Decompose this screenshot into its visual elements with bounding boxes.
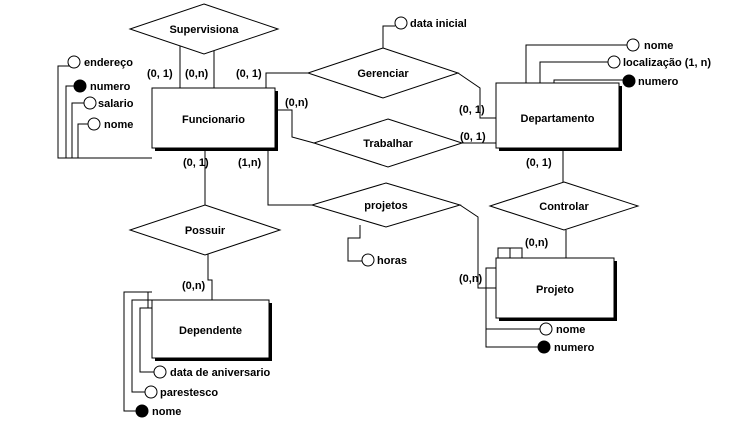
attribute-open-icon	[67, 55, 81, 69]
svg-text:nome: nome	[152, 406, 181, 418]
attribute-open-icon	[394, 16, 408, 30]
line-dep-nome	[123, 291, 152, 412]
card-gerenciar-dep: (0, 1)	[459, 104, 485, 116]
attribute-nome-dependente: nome	[135, 404, 181, 418]
svg-text:data inicial: data inicial	[410, 18, 467, 30]
line-proj-numero	[485, 287, 538, 348]
line-dep-bracket	[147, 291, 152, 308]
attribute-open-icon	[607, 55, 621, 69]
line-dep-dataaniversario	[139, 307, 154, 373]
relationship-possuir[interactable]: Possuir	[128, 204, 282, 256]
line-dep-numero	[553, 79, 623, 83]
attribute-nome-departamento: nome	[626, 38, 673, 52]
relationship-projetos-label: projetos	[364, 200, 407, 212]
line-dep-parestesco	[131, 299, 152, 393]
entity-departamento-label: Departamento	[521, 113, 595, 125]
attribute-open-icon	[144, 385, 158, 399]
entity-projeto-label: Projeto	[536, 284, 574, 296]
attribute-open-icon	[626, 38, 640, 52]
line-func-nome	[77, 123, 152, 159]
attribute-key-icon	[537, 340, 551, 354]
attribute-numero-projeto: numero	[537, 340, 595, 354]
card-controlar-proj: (0,n)	[525, 237, 549, 249]
relationship-trabalhar[interactable]: Trabalhar	[312, 118, 464, 168]
attribute-numero-funcionario: numero	[73, 79, 131, 93]
relationship-trabalhar-label: Trabalhar	[363, 138, 413, 150]
entity-departamento[interactable]: Departamento	[495, 82, 622, 151]
line-trabalhar-funcionario	[275, 109, 315, 144]
line-proj-bracket1	[497, 247, 511, 258]
line-possuir-dependente	[207, 253, 213, 300]
cardinality-labels: (0, 1) (0,n) (0, 1) (0, 1) (0,n) (0, 1) …	[147, 68, 552, 292]
svg-text:salario: salario	[98, 98, 134, 110]
attribute-parestesco: parestesco	[144, 385, 218, 399]
attribute-open-icon	[361, 253, 375, 267]
attribute-open-icon	[87, 117, 101, 131]
svg-text:data de aniversario: data de aniversario	[170, 367, 271, 379]
attribute-nome-projeto: nome	[539, 322, 585, 336]
line-gerenciar-funcionario	[265, 72, 308, 88]
relationship-projetos[interactable]: projetos	[310, 182, 462, 228]
relationship-gerenciar[interactable]: Gerenciar	[306, 47, 460, 99]
attribute-salario: salario	[83, 96, 134, 110]
relationship-gerenciar-label: Gerenciar	[357, 68, 409, 80]
attribute-horas: horas	[361, 253, 407, 267]
entity-projeto[interactable]: Projeto	[495, 257, 617, 321]
svg-text:endereço: endereço	[84, 57, 133, 69]
svg-text:numero: numero	[90, 81, 131, 93]
line-proj-bracket2	[509, 247, 523, 258]
svg-text:numero: numero	[638, 76, 679, 88]
relationship-controlar-label: Controlar	[539, 201, 589, 213]
line-projetos-funcionario	[267, 148, 312, 206]
line-gerenciar-departamento	[457, 72, 496, 119]
svg-text:localização (1, n): localização (1, n)	[623, 57, 711, 69]
line-dep-localizacao	[539, 61, 608, 83]
attribute-endereco: endereço	[67, 55, 133, 69]
svg-text:horas: horas	[377, 255, 407, 267]
line-projetos-horas	[347, 225, 362, 262]
relationship-controlar[interactable]: Controlar	[488, 181, 640, 231]
card-supervisiona-left: (0, 1)	[147, 68, 173, 80]
entity-dependente[interactable]: Dependente	[151, 299, 272, 361]
card-gerenciar-func: (0, 1)	[236, 68, 262, 80]
card-supervisiona-right: (0,n)	[185, 68, 209, 80]
card-possuir-dep: (0,n)	[182, 280, 206, 292]
svg-text:nome: nome	[556, 324, 585, 336]
attribute-data-inicial: data inicial	[394, 16, 467, 30]
entity-funcionario[interactable]: Funcionario	[151, 87, 278, 151]
card-possuir-func: (0, 1)	[183, 157, 209, 169]
card-controlar-dep: (0, 1)	[526, 157, 552, 169]
svg-text:nome: nome	[644, 40, 673, 52]
attribute-open-icon	[83, 96, 97, 110]
connection-lines	[57, 25, 627, 412]
relationship-supervisiona[interactable]: Supervisiona	[128, 3, 280, 55]
attribute-data-aniversario: data de aniversario	[153, 365, 271, 379]
attribute-open-icon	[539, 322, 553, 336]
card-trabalhar-func: (0,n)	[285, 97, 309, 109]
attribute-nome-funcionario: nome	[87, 117, 133, 131]
svg-text:parestesco: parestesco	[160, 387, 218, 399]
attribute-key-icon	[73, 79, 87, 93]
svg-text:nome: nome	[104, 119, 133, 131]
relationship-possuir-label: Possuir	[185, 225, 226, 237]
svg-text:numero: numero	[554, 342, 595, 354]
attribute-key-icon	[135, 404, 149, 418]
card-projetos-func: (1,n)	[238, 157, 262, 169]
relationship-supervisiona-label: Supervisiona	[169, 24, 239, 36]
attribute-key-icon	[622, 74, 636, 88]
card-trabalhar-dep: (0, 1)	[460, 131, 486, 143]
entity-dependente-label: Dependente	[179, 325, 242, 337]
attribute-localizacao: localização (1, n)	[607, 55, 711, 69]
card-projetos-proj: (0,n)	[459, 273, 483, 285]
line-gerenciar-datainicial	[382, 25, 395, 48]
entity-funcionario-label: Funcionario	[182, 114, 245, 126]
attribute-numero-departamento: numero	[622, 74, 679, 88]
line-dep-nome	[525, 44, 627, 83]
attribute-open-icon	[153, 365, 167, 379]
